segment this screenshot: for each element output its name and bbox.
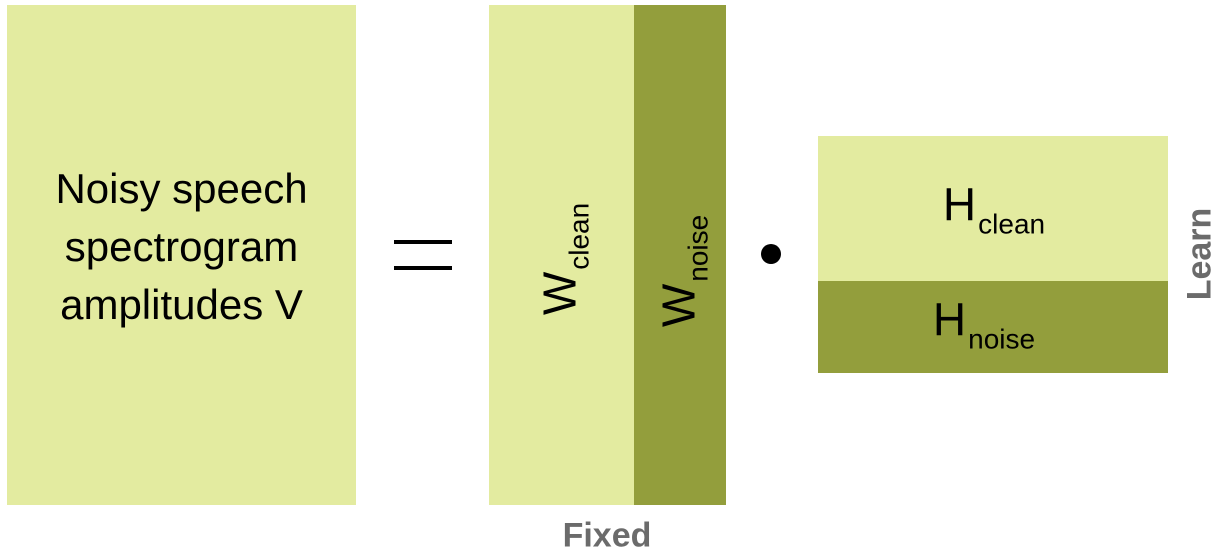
spectrogram-label-line-2: spectrogram <box>64 223 299 270</box>
equals-bar-bottom <box>394 266 452 270</box>
h-clean-symbol: H <box>942 178 977 231</box>
w-noise-block: Wnoise <box>634 5 726 505</box>
multiplication-dot <box>761 244 781 264</box>
h-clean-label: Hclean <box>943 182 1045 239</box>
w-clean-label: Wclean <box>533 202 595 316</box>
learn-caption: Learn <box>1180 207 1219 301</box>
h-clean-block: Hclean <box>818 136 1168 281</box>
noisy-spectrogram-block: Noisy speech spectrogram amplitudes V <box>7 5 356 505</box>
h-noise-block: Hnoise <box>818 281 1168 373</box>
spectrogram-label-line-3: amplitudes V <box>60 281 303 328</box>
h-noise-label: Hnoise <box>933 297 1035 354</box>
h-noise-subscript: noise <box>968 323 1036 355</box>
w-clean-subscript: clean <box>563 202 595 270</box>
equals-bar-top <box>394 240 452 244</box>
fixed-caption: Fixed <box>562 516 652 555</box>
spectrogram-label: Noisy speech spectrogram amplitudes V <box>55 160 307 350</box>
w-noise-subscript: noise <box>682 214 714 282</box>
w-clean-symbol: W <box>533 271 586 316</box>
spectrogram-label-line-1: Noisy speech <box>55 165 308 212</box>
equals-sign <box>394 240 452 270</box>
w-clean-block: Wclean <box>489 5 634 505</box>
w-noise-symbol: W <box>652 283 705 328</box>
w-noise-label: Wnoise <box>652 214 714 328</box>
h-clean-subscript: clean <box>978 208 1046 240</box>
h-noise-symbol: H <box>932 293 967 346</box>
